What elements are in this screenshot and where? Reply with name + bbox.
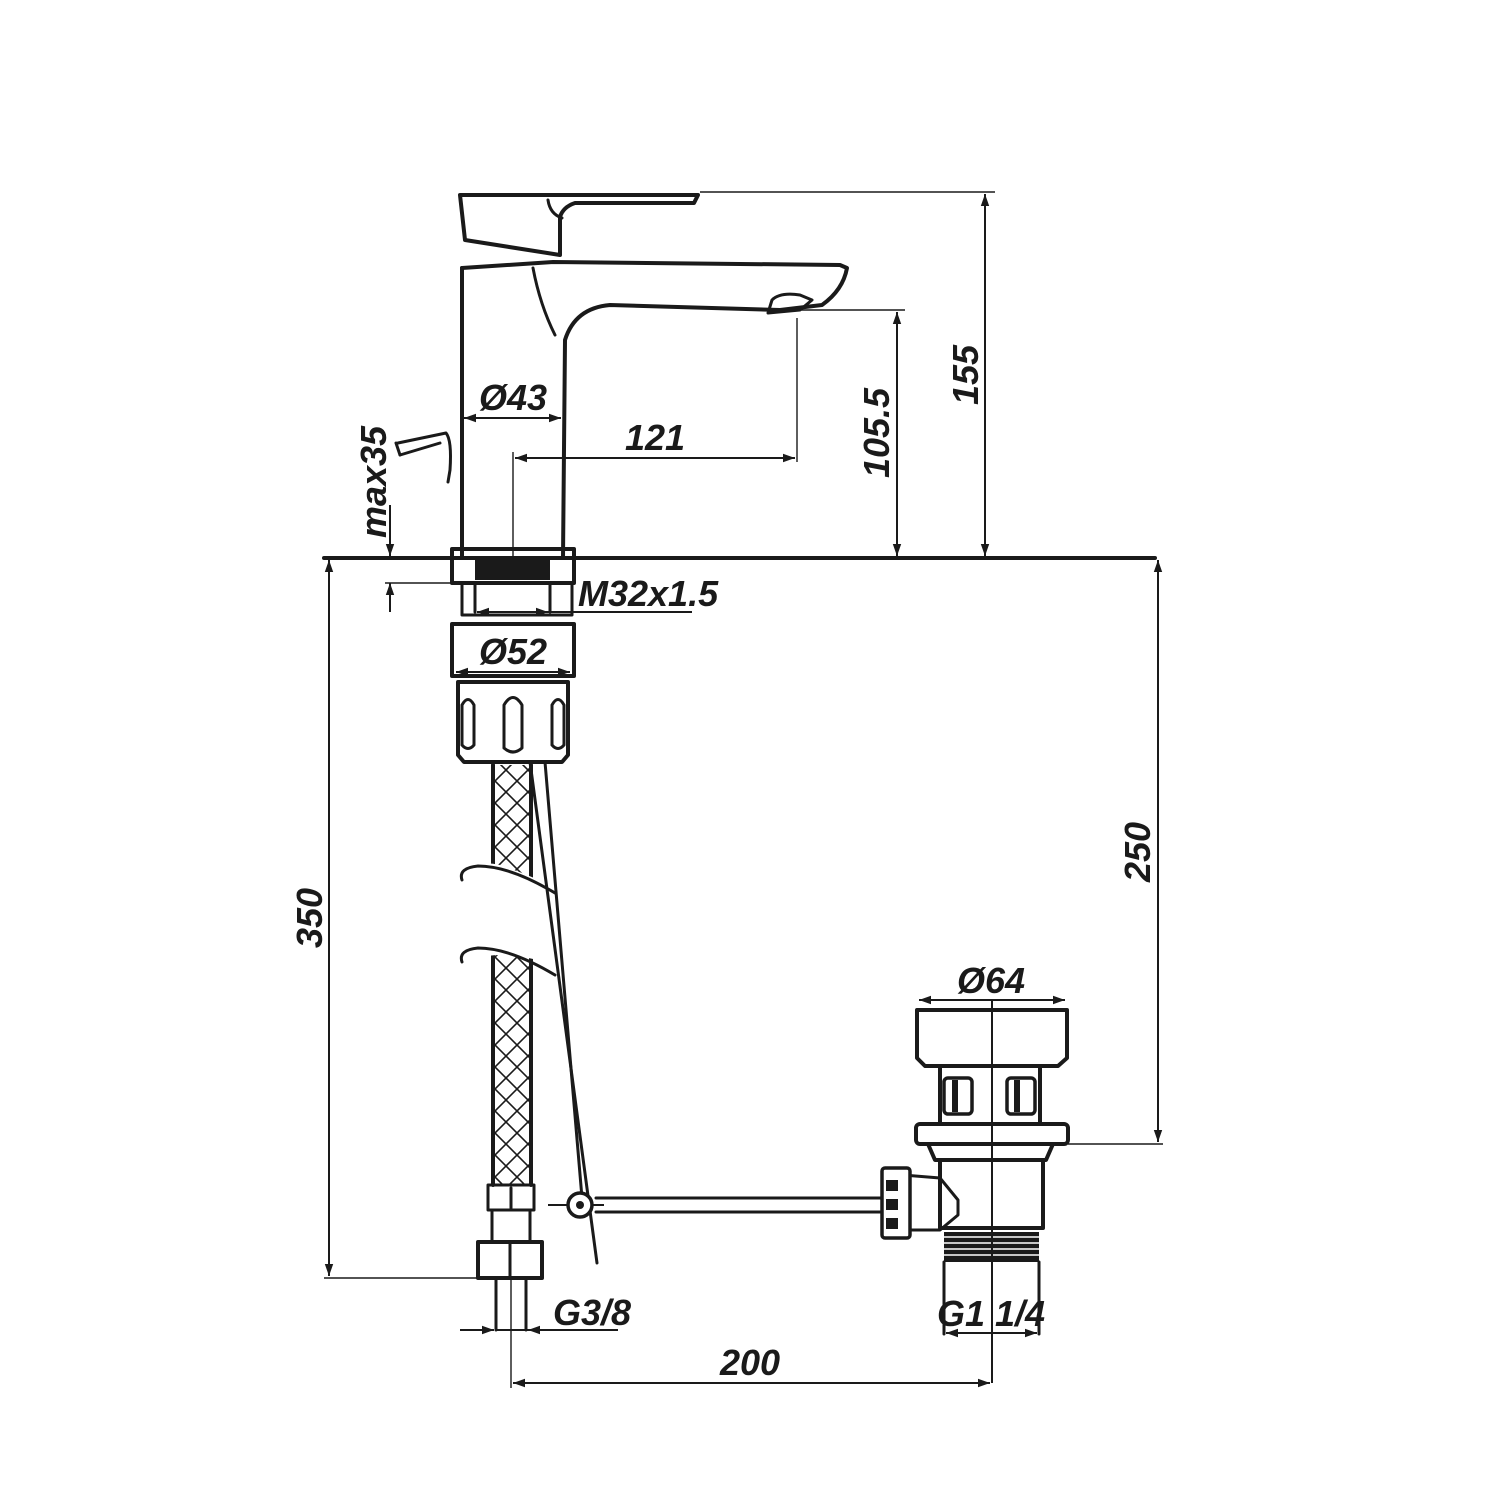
thread-hatch bbox=[475, 560, 550, 580]
aerator bbox=[766, 292, 814, 315]
dim-max-deck: max35 bbox=[353, 425, 394, 538]
dim-waste-diameter: Ø64 bbox=[957, 960, 1025, 1001]
dim-body-diameter: Ø43 bbox=[479, 377, 547, 418]
pop-up-knob bbox=[396, 431, 452, 484]
dim-mount-thread: M32x1.5 bbox=[578, 573, 719, 614]
pop-up-waste bbox=[880, 1000, 1070, 1383]
faucet bbox=[458, 193, 849, 560]
flex-hose bbox=[455, 763, 560, 1332]
dim-outlet-height: 105.5 bbox=[856, 387, 897, 478]
dim-spout-height: 155 bbox=[945, 344, 986, 405]
dim-tap-to-waste: 200 bbox=[719, 1342, 780, 1383]
dim-spout-reach: 121 bbox=[625, 417, 685, 458]
dim-rod-length: 250 bbox=[1117, 822, 1158, 883]
fixing-nut bbox=[456, 680, 570, 764]
dim-base-diameter: Ø52 bbox=[479, 631, 547, 672]
dim-hose-connection: G3/8 bbox=[553, 1292, 631, 1333]
dimension-lines bbox=[324, 191, 1163, 1388]
dimension-labels: 155 105.5 Ø43 121 max35 M32x1.5 Ø52 350 … bbox=[289, 344, 1158, 1383]
lever-handle bbox=[458, 193, 700, 257]
dim-hose-length: 350 bbox=[289, 888, 330, 948]
mounting-assembly bbox=[450, 547, 576, 764]
pop-up-linkage bbox=[528, 760, 887, 1265]
dim-waste-thread: G1 1/4 bbox=[937, 1293, 1045, 1334]
